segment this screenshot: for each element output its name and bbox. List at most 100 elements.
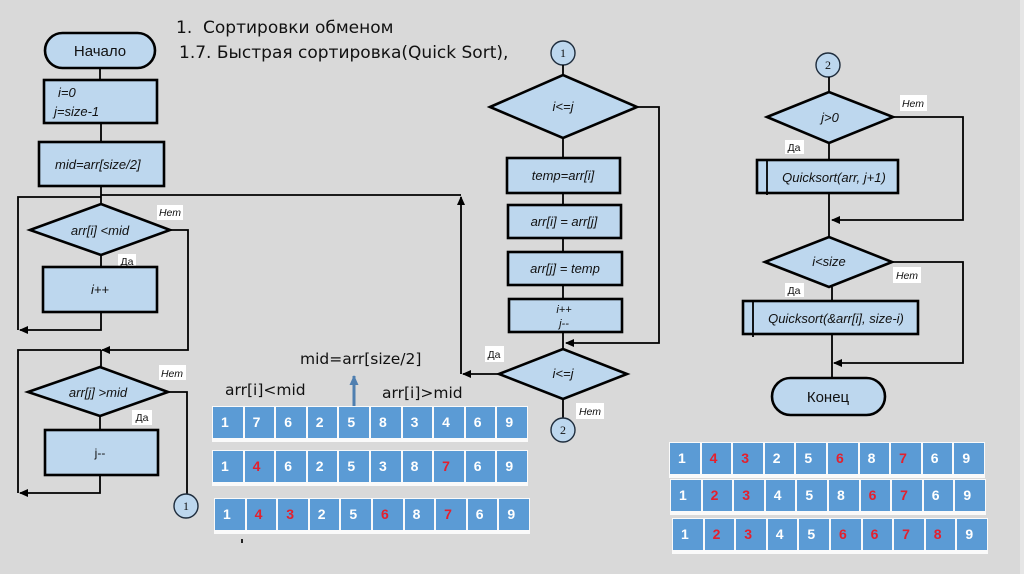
array-cell: 6	[276, 451, 306, 482]
array-cell: 5	[799, 519, 829, 550]
cond-i-lt-size-label: i<size	[812, 254, 846, 269]
inc-i-label: i++	[91, 282, 109, 297]
array-cell: 4	[765, 480, 796, 511]
init-j-label: j=size-1	[52, 104, 99, 119]
array-cell-highlighted: 6	[827, 443, 858, 474]
no-label-bg	[893, 267, 921, 283]
loop1-arrow	[19, 312, 102, 334]
array-cell: 2	[307, 451, 338, 482]
array-cell-highlighted: 7	[436, 499, 466, 530]
array-cell: 5	[341, 499, 371, 530]
cond1-no-branch	[565, 106, 660, 347]
yes-label: Да	[488, 349, 501, 361]
loop2-return-line	[17, 349, 101, 493]
no-label: Нет	[896, 270, 918, 282]
array-cell: 6	[465, 407, 496, 438]
no-label-bg	[900, 95, 927, 111]
left-part-annotation: arr[i]<mid	[225, 381, 306, 399]
mid-label: mid=arr[size/2]	[55, 157, 141, 172]
array-cell: 9	[957, 519, 987, 550]
array-cell-highlighted: 7	[894, 519, 924, 550]
swap1-box	[506, 203, 623, 240]
yes-label: Да	[788, 142, 801, 154]
loop1-return-line	[17, 196, 101, 330]
yes-label-bg	[485, 346, 504, 362]
yes-label-bg	[785, 283, 804, 297]
array-cell: 3	[370, 451, 401, 482]
swap1-label: arr[i] = arr[j]	[531, 214, 598, 229]
yes-label-bg	[118, 254, 136, 268]
connector-2-circle	[815, 52, 841, 78]
swap2-box	[506, 250, 624, 287]
no-label-bg	[157, 205, 183, 220]
start-label: Начало	[74, 43, 126, 60]
subsection-title: 1.7. Быстрая сортировка(Quick Sort),	[179, 43, 509, 63]
step-dec-label: j--	[557, 318, 569, 330]
array-cell: 7	[244, 407, 275, 438]
array-cell: 4	[434, 407, 464, 438]
array-cell: 8	[370, 407, 401, 438]
array-cell: 1	[213, 451, 243, 482]
array-cell-highlighted: 2	[702, 480, 733, 511]
array-cell: 5	[796, 443, 826, 474]
array-cell: 2	[307, 407, 338, 438]
cond-i-le-j-2-label: i<=j	[553, 366, 575, 381]
cond-i-le-j-2-diamond	[495, 347, 631, 401]
left-flowchart: Начало i=0 j=size-1 mid=arr[size/2] arr[…	[17, 31, 461, 519]
array-cell: 6	[923, 480, 954, 511]
init-i-label: i=0	[58, 85, 76, 100]
quicksort-call-1-label: Quicksort(arr, j+1)	[782, 170, 886, 185]
array-cell-highlighted: 6	[860, 480, 891, 511]
array-cell-highlighted: 2	[704, 519, 735, 550]
array-cell: 6	[922, 443, 953, 474]
no-label: Нет	[579, 406, 601, 418]
step-inc-label: i++	[556, 304, 572, 316]
array-cell: 8	[859, 443, 890, 474]
section-title: 1. Сортировки обменом	[176, 18, 394, 38]
array-cell-highlighted: 3	[278, 499, 308, 530]
array-cell: 1	[671, 480, 701, 511]
cond1-no-branch	[101, 229, 189, 354]
cond-arr-j-gt-mid-label: arr[j] >mid	[69, 385, 128, 400]
quicksort-call-1-box	[755, 158, 900, 195]
cond2-no-branch	[833, 261, 964, 367]
yes-label: Да	[121, 256, 134, 268]
array-cell-highlighted: 4	[244, 451, 275, 482]
no-label-bg	[159, 365, 186, 380]
no-label-bg	[576, 403, 604, 419]
array-cell: 2	[309, 499, 340, 530]
array-cell-highlighted: 3	[736, 519, 766, 550]
array-cell: 9	[499, 499, 529, 530]
connector-1-circle	[173, 493, 199, 519]
stray-mark	[241, 539, 243, 543]
array-cell: 1	[670, 443, 700, 474]
loop2-arrow	[19, 475, 101, 497]
slide-edge	[1020, 0, 1024, 574]
array-cell: 9	[497, 407, 527, 438]
array-cell-highlighted: 3	[734, 480, 764, 511]
array-cell: 9	[954, 443, 984, 474]
quicksort-call-2-box	[741, 299, 920, 336]
yes-label-bg	[785, 140, 804, 154]
array-cell: 1	[215, 499, 245, 530]
array-cell-highlighted: 7	[892, 480, 922, 511]
connector-1-label: 1	[560, 46, 566, 60]
array-cell-highlighted: 7	[891, 443, 921, 474]
no-label: Нет	[902, 98, 924, 110]
array-cell-highlighted: 4	[701, 443, 732, 474]
yes-label-bg	[132, 410, 152, 425]
inc-i-box	[41, 265, 159, 314]
array-cell: 1	[673, 519, 703, 550]
array-cell: 5	[339, 451, 369, 482]
array-cell-highlighted: 4	[246, 499, 277, 530]
yes-label: Да	[136, 412, 149, 424]
connector-2-circle	[550, 417, 576, 443]
cond-arr-i-lt-mid-label: arr[i] <mid	[71, 223, 130, 238]
dec-j-box	[43, 428, 160, 477]
